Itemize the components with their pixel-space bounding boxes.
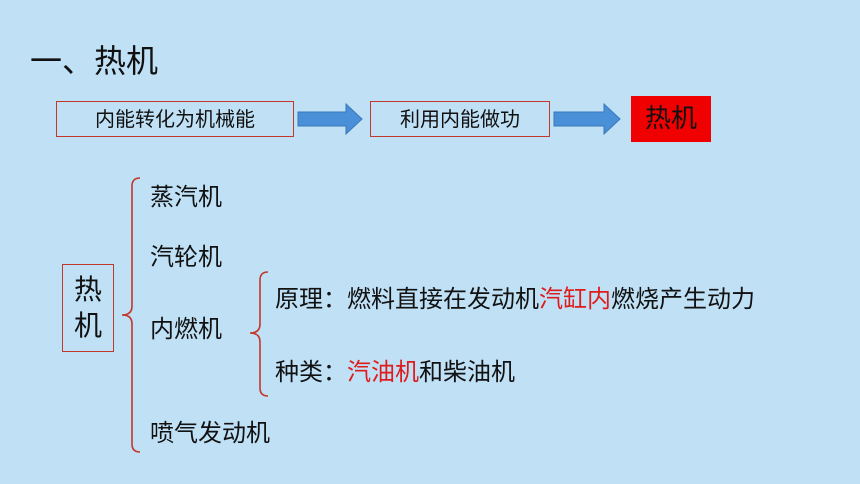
arrow-right-icon	[297, 102, 363, 136]
flow-result-heat-engine: 热机	[631, 96, 711, 142]
kinds-line: 种类：汽油机和柴油机	[275, 356, 515, 388]
kinds-highlight: 汽油机	[347, 358, 419, 386]
principle-prefix: 原理：燃料直接在发动机	[275, 285, 539, 313]
type-steam-turbine: 汽轮机	[150, 243, 222, 271]
root-char-1: 热	[73, 273, 102, 306]
principle-highlight: 汽缸内	[539, 285, 611, 313]
root-heat-engine-box: 热 机	[62, 264, 114, 352]
kinds-suffix: 和柴油机	[419, 358, 515, 386]
flow-step-do-work-label: 利用内能做功	[400, 107, 520, 131]
type-steam-engine: 蒸汽机	[150, 183, 222, 211]
principle-suffix: 燃烧产生动力	[611, 285, 755, 313]
root-char-2: 机	[73, 309, 102, 342]
flow-step-energy-conversion-label: 内能转化为机械能	[95, 107, 255, 131]
kinds-prefix: 种类：	[275, 358, 347, 386]
type-internal-combustion: 内燃机	[150, 315, 222, 343]
flow-step-energy-conversion: 内能转化为机械能	[56, 101, 294, 137]
section-title: 一、热机	[30, 42, 159, 80]
principle-line: 原理：燃料直接在发动机汽缸内燃烧产生动力	[275, 283, 755, 315]
flow-step-do-work: 利用内能做功	[370, 101, 550, 137]
arrow-right-icon	[553, 102, 621, 136]
brace-internal-combustion	[249, 271, 269, 397]
flow-result-label: 热机	[644, 104, 697, 134]
type-jet-engine: 喷气发动机	[150, 419, 270, 447]
brace-main	[121, 177, 141, 453]
